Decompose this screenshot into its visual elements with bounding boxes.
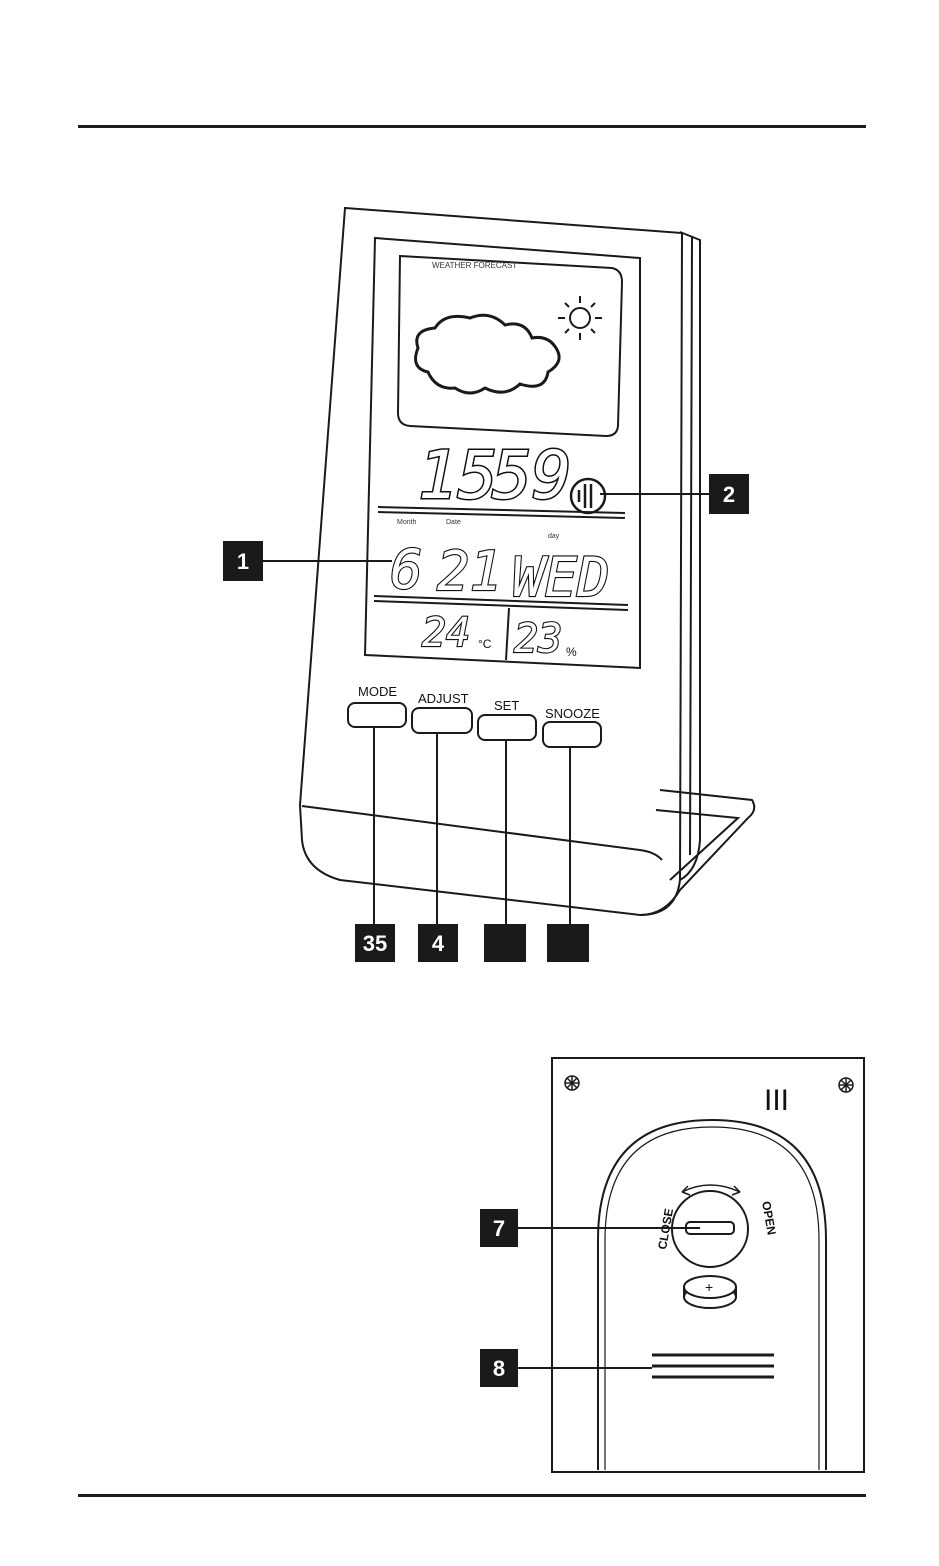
snooze-button[interactable]: [542, 721, 602, 748]
svg-text:35: 35: [363, 931, 387, 956]
top-rule: [78, 125, 866, 128]
mode-button-label: MODE: [358, 684, 397, 699]
time-minutes: 59: [492, 437, 571, 514]
svg-text:4: 4: [432, 931, 445, 956]
callout-35: 35: [355, 924, 395, 962]
back-panel: [551, 1057, 865, 1473]
callout-2: 2: [709, 474, 749, 514]
speaker-grille: [652, 1353, 774, 1379]
svg-text:1: 1: [237, 549, 249, 574]
mode-button[interactable]: [347, 702, 407, 728]
device-side: [679, 231, 701, 881]
stand-base-inner: [655, 809, 741, 881]
snooze-button-label: SNOOZE: [545, 706, 600, 721]
front-view: [298, 206, 756, 917]
svg-text:8: 8: [493, 1356, 505, 1381]
back-housing-arch: [597, 1118, 827, 1470]
time-hours: 15: [418, 437, 497, 514]
set-button-label: SET: [494, 698, 519, 713]
set-button[interactable]: [477, 714, 537, 741]
humidity-value: 23: [514, 616, 562, 662]
back-view: [551, 1057, 865, 1473]
date-day: 21: [437, 540, 502, 603]
bottom-rule: [78, 1494, 866, 1497]
forecast-label: WEATHER FORECAST: [432, 261, 517, 270]
temperature-unit: °C: [478, 637, 492, 651]
forecast-panel: [396, 254, 624, 438]
radio-signal-icon: [569, 477, 607, 515]
screw-icon: [564, 1075, 580, 1091]
date-month: 6: [390, 538, 423, 601]
weekday-label: day: [548, 533, 560, 540]
svg-text:7: 7: [493, 1216, 505, 1241]
coin-battery-icon: [683, 1275, 737, 1309]
callout-4: 4: [418, 924, 458, 962]
back-marks: III: [764, 1084, 789, 1117]
temperature-value: 24: [422, 610, 470, 656]
adjust-button[interactable]: [411, 707, 473, 734]
callout-8: 8: [480, 1349, 518, 1387]
device-bottom-band: [301, 805, 663, 861]
callout-1: 1: [223, 541, 263, 581]
cloud-sun-icon: [414, 296, 602, 395]
divider-date-temp: [373, 595, 629, 606]
svg-text:2: 2: [723, 482, 735, 507]
humidity-unit: %: [566, 645, 577, 659]
screen-bezel: [363, 236, 641, 670]
weekday: WED: [512, 546, 610, 609]
callout-blank-set: [484, 924, 526, 962]
dial-open-label: OPEN: [759, 1200, 779, 1236]
callout-blank-snooze: [547, 924, 589, 962]
screw-icon: [838, 1077, 854, 1093]
adjust-button-label: ADJUST: [418, 691, 469, 706]
front-leader-lines: [262, 493, 710, 927]
month-label: Month: [397, 519, 417, 526]
rotate-arrow-icon: [681, 1184, 741, 1196]
device-front: [298, 206, 684, 917]
sun-icon: [569, 307, 591, 329]
battery-plus-symbol: +: [705, 1279, 713, 1295]
divider-temp-hum: [505, 607, 510, 661]
day-label: Date: [446, 519, 461, 526]
stand-base: [639, 789, 756, 916]
callout-7: 7: [480, 1209, 518, 1247]
back-leader-lines: [517, 1227, 700, 1369]
